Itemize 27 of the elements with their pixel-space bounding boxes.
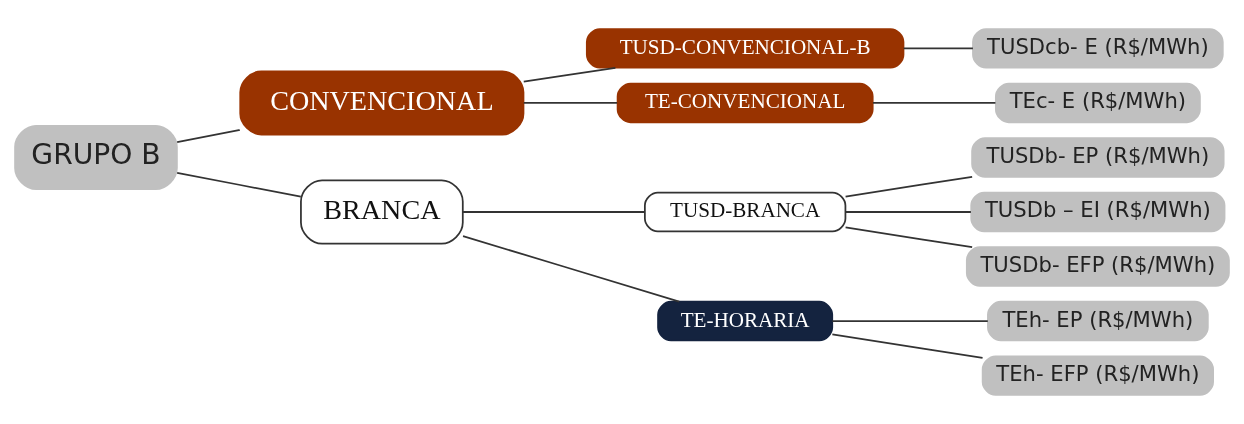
node-box: GRUPO B (14, 124, 178, 190)
node-box: TEh- EP (R$/MWh) (987, 300, 1209, 342)
node-box: TE-CONVENCIONAL (616, 82, 874, 124)
node-box: TUSDb- EP (R$/MWh) (971, 137, 1225, 178)
node-box: TUSDcb- E (R$/MWh) (972, 28, 1224, 69)
connector (522, 66, 617, 83)
connector (176, 129, 241, 143)
connector (462, 235, 681, 303)
connector (872, 102, 997, 104)
connector (176, 171, 302, 198)
connector (831, 333, 984, 359)
node-box: TEh- EFP (R$/MWh) (981, 355, 1214, 396)
node-box: TUSD-BRANCA (644, 191, 847, 233)
connector (844, 211, 972, 213)
node-box: TUSDb- EFP (R$/MWh) (965, 246, 1230, 287)
node-box: TEc- E (R$/MWh) (994, 82, 1201, 124)
connector (522, 102, 618, 104)
connector (831, 320, 989, 322)
connector (902, 47, 974, 50)
node-box: BRANCA (300, 179, 464, 245)
connector (462, 211, 646, 213)
connector (844, 175, 974, 198)
node-box: TE-HORARIA (657, 300, 834, 342)
node-box: CONVENCIONAL (239, 70, 525, 136)
node-box: TUSD-CONVENCIONAL-B (585, 28, 905, 69)
connector (844, 226, 974, 249)
node-box: TUSDb – EI (R$/MWh) (970, 191, 1226, 233)
